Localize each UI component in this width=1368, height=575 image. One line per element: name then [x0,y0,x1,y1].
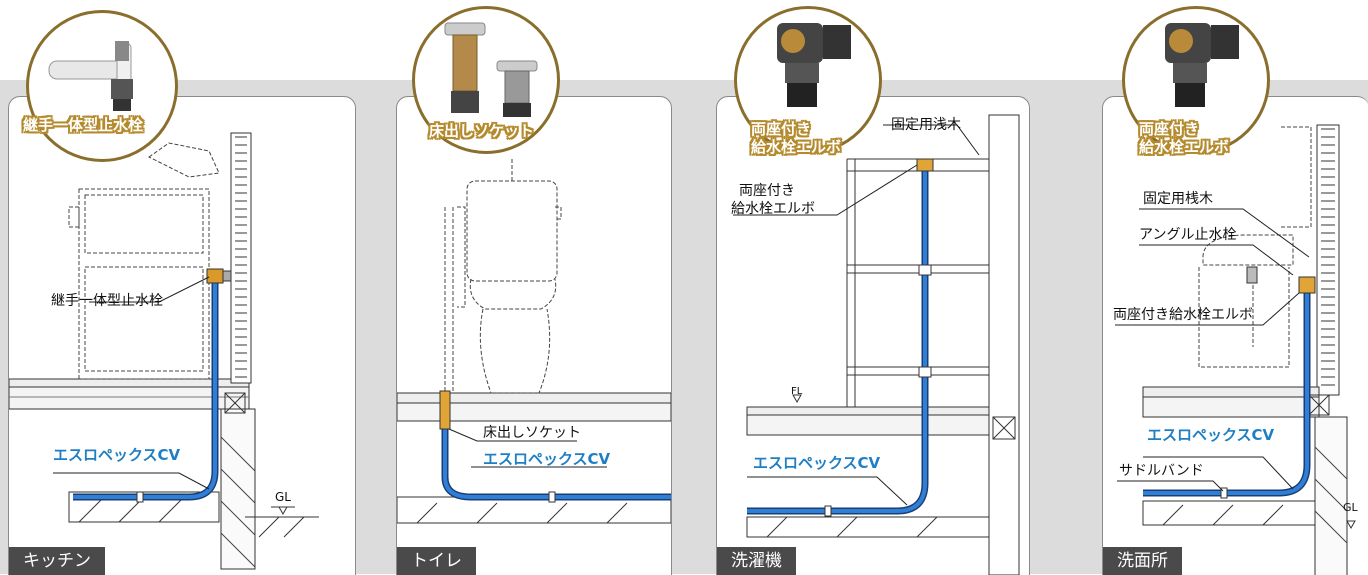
elbow-photo-icon [1165,23,1239,107]
product-circle-washer: 両座付き 給水栓エルボ [734,6,882,156]
valve-photo-icon [48,41,133,111]
label-gl: GL [1343,501,1358,514]
panel-washroom: 固定用桟木 アングル止水栓 両座付き給水栓エルボ エスロペックスCV サドルバン… [1102,96,1368,575]
label-pipe: エスロペックスCV [1147,426,1275,444]
tab-washer[interactable]: 洗濯機 [717,547,796,575]
product-circle-toilet: 床出しソケット [412,6,560,154]
label-elbow-line1: 両座付き [739,183,795,199]
label-gl: GL [275,490,291,504]
product-title-washroom-line1: 両座付き [1139,120,1200,138]
panel-kitchen: 継手一体型止水栓 エスロペックスCV GL キッチン [8,96,356,575]
label-batten: 固定用浅木 [891,117,961,133]
label-saddle-band: サドルバンド [1119,463,1204,479]
product-circle-kitchen: 継手一体型止水栓 [23,10,178,162]
label-valve: 継手一体型止水栓 [51,293,163,309]
product-circle-washroom: 両座付き 給水栓エルボ [1122,6,1270,156]
elbow-photo-icon [777,23,851,107]
tab-toilet[interactable]: トイレ [397,547,476,575]
label-pipe: エスロペックスCV [753,454,881,472]
socket-photo-icon [444,22,538,117]
product-title-washer-line1: 両座付き [751,120,812,138]
label-elbow: 両座付き給水栓エルボ [1113,307,1253,323]
label-pipe: エスロペックスCV [53,446,181,464]
washer-drawing [733,114,1020,575]
tab-kitchen[interactable]: キッチン [9,547,105,575]
toilet-drawing [397,159,671,524]
product-title-washer-line2: 給水栓エルボ [751,138,842,156]
tab-washroom[interactable]: 洗面所 [1103,547,1182,575]
label-pipe: エスロペックスCV [483,450,611,468]
label-batten: 固定用桟木 [1143,191,1213,207]
label-socket: 床出しソケット [483,425,581,441]
product-title-washroom-line2: 給水栓エルボ [1139,138,1230,156]
kitchen-drawing [9,132,319,570]
label-elbow-line2: 給水栓エルボ [731,201,815,217]
product-title-toilet: 床出しソケット [429,122,535,140]
label-fl: FL [791,386,803,397]
washroom-drawing [1115,124,1356,575]
label-angle-valve: アングル止水栓 [1139,227,1237,243]
panel-toilet: 床出しソケット エスロペックスCV トイレ [396,96,672,575]
panel-washer: 固定用浅木 両座付き 給水栓エルボ FL エスロペックスCV 洗濯機 [716,96,1030,575]
product-title-kitchen: 継手一体型止水栓 [23,116,144,134]
